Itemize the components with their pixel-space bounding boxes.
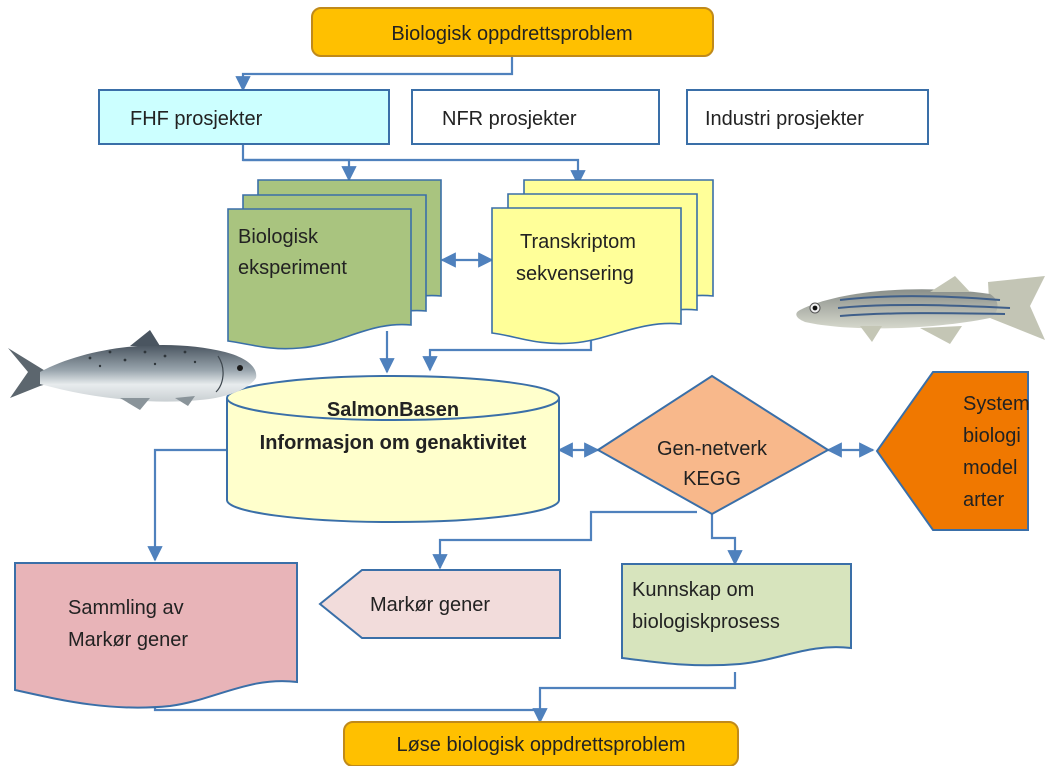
bio-exp-line2: eksperiment — [238, 257, 347, 279]
arrow-db-to-sammling — [147, 448, 227, 562]
problem-bottom-box: Løse biologisk oppdrettsproblem — [343, 721, 739, 766]
bio-exp-document-stack: Biologisk eksperiment — [227, 179, 442, 350]
system-line1: System — [963, 393, 1030, 415]
salmon-image — [8, 330, 257, 410]
arrow-kunnskap-to-bottom — [532, 672, 737, 724]
kunnskap-document: Kunnskap om biologiskprosess — [621, 563, 852, 667]
system-line3: model — [963, 457, 1017, 479]
arrow-gennetverk-to-markor — [432, 510, 697, 570]
salmonbasen-title: SalmonBasen — [327, 399, 459, 421]
industri-box: Industri prosjekter — [686, 89, 929, 145]
problem-bottom-label: Løse biologisk oppdrettsproblem — [396, 734, 685, 756]
system-line2: biologi — [963, 425, 1021, 447]
markor-gener-shape: Markør gener — [318, 569, 561, 639]
fhf-box: FHF prosjekter — [98, 89, 390, 145]
problem-top-label: Biologisk oppdrettsproblem — [391, 23, 632, 45]
sammling-line2: Markør gener — [68, 629, 188, 651]
problem-top-box: Biologisk oppdrettsproblem — [311, 7, 714, 57]
system-line4: arter — [963, 489, 1004, 511]
salmonbasen-subtitle: Informasjon om genaktivitet — [260, 432, 527, 454]
gen-netverk-line1: Gen-netverk — [657, 438, 768, 460]
salmonbasen-database: SalmonBasen Informasjon om genaktivitet — [226, 375, 560, 523]
transkriptom-line1: Transkriptom — [520, 231, 636, 253]
arrow-gennetverk-to-kunnskap — [710, 514, 743, 566]
markor-label: Markør gener — [370, 594, 490, 616]
kunnskap-line2: biologiskprosess — [632, 611, 780, 633]
nfr-box: NFR prosjekter — [411, 89, 660, 145]
kunnskap-line1: Kunnskap om — [632, 579, 754, 601]
bio-exp-line1: Biologisk — [238, 226, 319, 248]
fhf-label: FHF prosjekter — [130, 108, 263, 130]
arrow-sammling-to-bottom — [153, 700, 542, 722]
transkriptom-document-stack: Transkriptom sekvensering — [491, 179, 714, 345]
arrow-fhf-to-bioexp — [241, 144, 357, 182]
industri-label: Industri prosjekter — [705, 108, 864, 130]
gen-netverk-line2: KEGG — [683, 468, 741, 490]
system-biologi-shape: System biologi model arter — [875, 371, 1030, 531]
gen-netverk-diamond: Gen-netverk KEGG — [596, 374, 830, 516]
sammling-document: Sammling av Markør gener — [14, 562, 298, 709]
nfr-label: NFR prosjekter — [442, 108, 577, 130]
arrow-problem-to-fhf — [235, 45, 514, 92]
sammling-line1: Sammling av — [68, 597, 184, 619]
arrow-fhf-to-transkriptom — [243, 158, 586, 186]
zebrafish-image — [796, 276, 1045, 344]
transkriptom-line2: sekvensering — [516, 263, 634, 285]
